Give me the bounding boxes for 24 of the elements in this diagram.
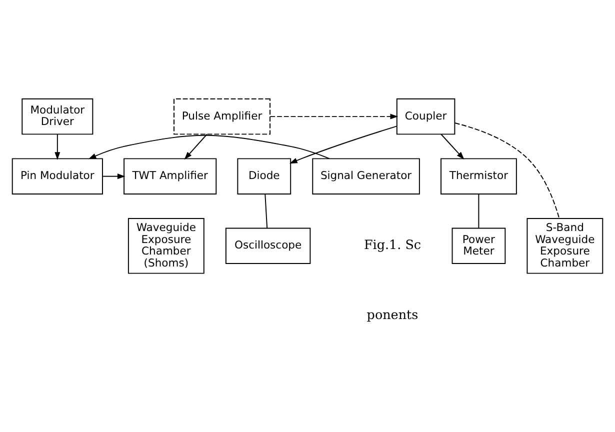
node-box: Signal Generator [312,158,420,194]
node-box: Power Meter [452,228,506,264]
connector [478,194,480,228]
connector [264,194,268,228]
node-box: Waveguide Exposure Chamber (Shoms) [128,218,204,274]
node-box: S-Band Waveguide Exposure Chamber [526,218,604,274]
label: ponents [366,308,418,323]
connector [454,122,560,219]
node-box: Pulse Amplifier [174,98,271,135]
arrow [184,134,208,160]
arrow [102,174,126,180]
arrow [440,134,464,160]
node-box: TWT Amplifier [124,158,217,194]
node-box: Diode [237,158,292,194]
node-box: Coupler [396,98,456,135]
label: Fig.1. Sc [364,238,422,254]
arrow [54,134,60,160]
node-box: Pin Modulator [12,158,103,194]
node-box: Modulator Driver [22,98,94,135]
node-box: Oscilloscope [225,228,311,264]
arrow [88,134,330,160]
arrow [289,126,398,164]
node-box: Thermistor [440,158,517,194]
arrow [270,114,398,120]
